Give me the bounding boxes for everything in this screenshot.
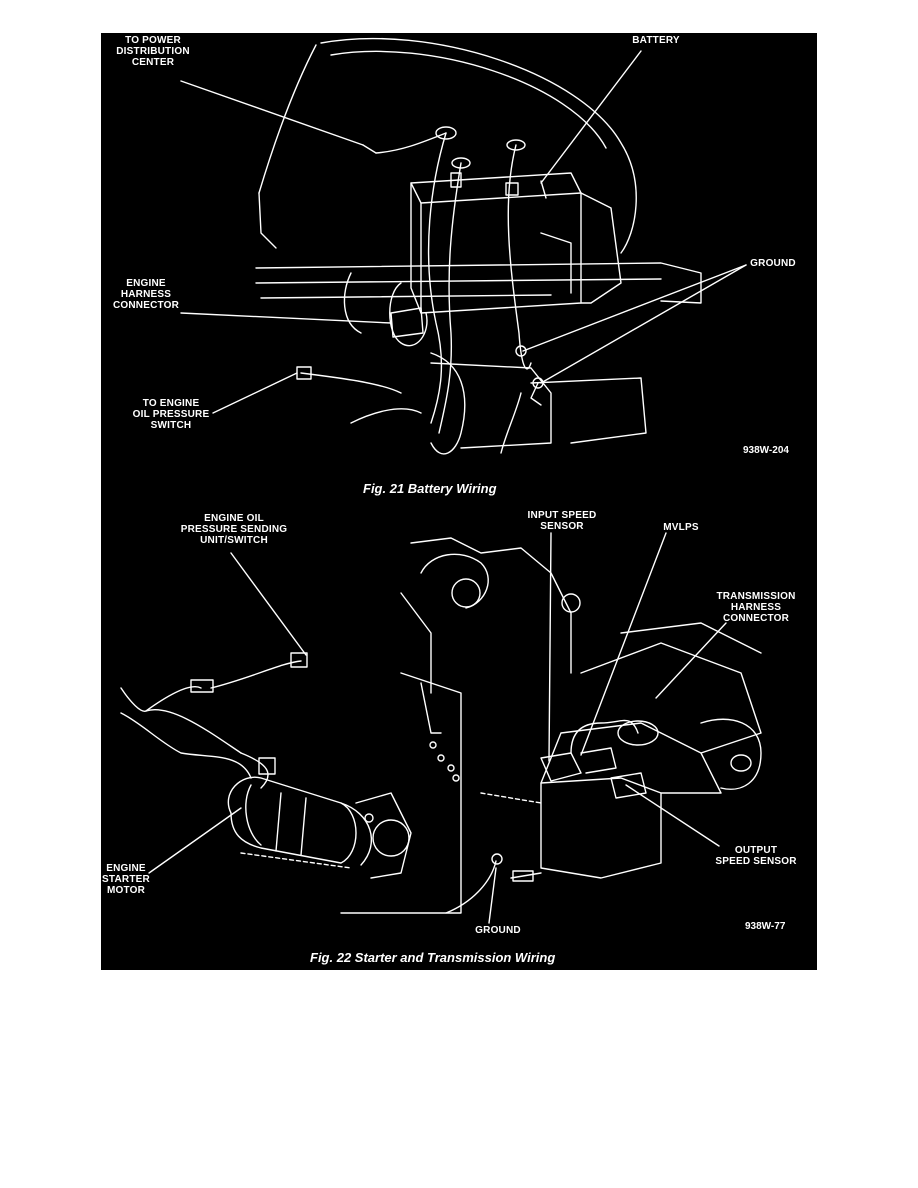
leader-lines-fig21 bbox=[180, 50, 747, 414]
label-to-power-distribution-center: TO POWER DISTRIBUTION CENTER bbox=[116, 35, 190, 68]
leader-lines-fig22 bbox=[148, 532, 727, 924]
label-engine-starter-motor: ENGINE STARTER MOTOR bbox=[102, 863, 150, 896]
label-output-speed-sensor: OUTPUT SPEED SENSOR bbox=[715, 845, 797, 867]
label-to-engine-oil-pressure-switch: TO ENGINE OIL PRESSURE SWITCH bbox=[132, 398, 210, 431]
label-ground-fig22: GROUND bbox=[475, 925, 521, 936]
figure-21-caption: Fig. 21 Battery Wiring bbox=[363, 481, 497, 496]
label-engine-harness-connector: ENGINE HARNESS CONNECTOR bbox=[112, 278, 180, 311]
figure-22-code: 938W-77 bbox=[745, 921, 786, 932]
label-engine-oil-pressure-sending-unit: ENGINE OIL PRESSURE SENDING UNIT/SWITCH bbox=[180, 513, 288, 546]
figure-21-code: 938W-204 bbox=[743, 445, 789, 456]
figure-22-caption: Fig. 22 Starter and Transmission Wiring bbox=[310, 950, 556, 965]
label-input-speed-sensor: INPUT SPEED SENSOR bbox=[527, 510, 597, 532]
label-mvlps: MVLPS bbox=[663, 522, 699, 533]
label-transmission-harness-connector: TRANSMISSION HARNESS CONNECTOR bbox=[716, 591, 796, 624]
diagram-panel: TO POWER DISTRIBUTION CENTER BATTERY GRO… bbox=[101, 33, 817, 970]
label-battery: BATTERY bbox=[632, 35, 680, 46]
starter-transmission-illustration bbox=[120, 537, 762, 914]
wiring-illustrations bbox=[120, 37, 762, 924]
battery-wiring-illustration bbox=[255, 37, 702, 455]
label-ground-fig21: GROUND bbox=[750, 258, 796, 269]
